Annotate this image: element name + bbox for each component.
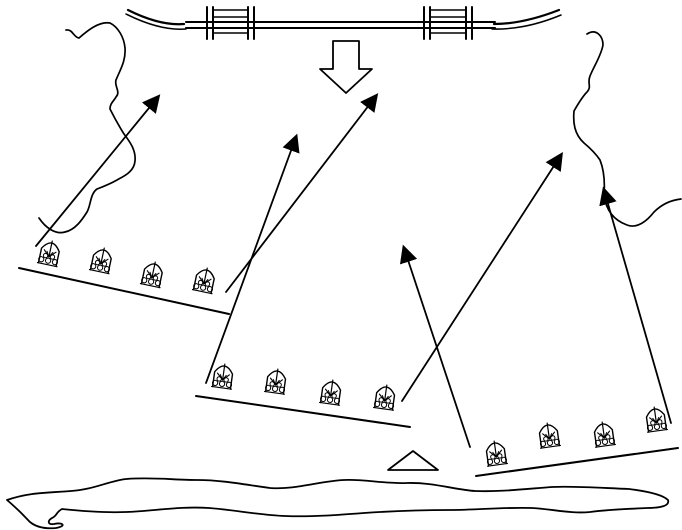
bench-middle <box>195 395 411 428</box>
arrow-left-1 <box>35 94 161 247</box>
pendulum-unit-icon <box>36 238 63 268</box>
pendulum-unit-icon <box>191 265 218 295</box>
group-right-units <box>483 404 669 467</box>
arrow-right-1 <box>399 244 471 448</box>
right-outline <box>572 31 682 227</box>
arrow-middle-2 <box>401 151 563 402</box>
pendulum-unit-icon <box>139 259 166 289</box>
pendulum-unit-icon <box>88 245 115 275</box>
pendulum-unit-icon <box>591 419 617 448</box>
pendulum-unit-icon <box>372 382 398 411</box>
down-arrow-icon <box>319 40 373 94</box>
arrows <box>35 93 672 448</box>
pendulum-unit-icon <box>483 438 509 467</box>
bench-right <box>475 447 679 477</box>
pendulum-unit-icon <box>210 361 236 390</box>
pendulum-unit-icon <box>643 404 669 433</box>
triangle-icon <box>387 450 439 471</box>
pendulum-unit-icon <box>318 377 344 406</box>
arrow-middle-1 <box>205 133 300 384</box>
left-outline <box>38 21 136 234</box>
ceiling-bracket-icon <box>125 6 562 40</box>
bench-left <box>18 267 230 315</box>
group-left-units <box>36 238 218 295</box>
arrow-right-2 <box>599 186 672 424</box>
pendulum-unit-icon <box>536 420 562 449</box>
arrow-left-2 <box>225 93 379 293</box>
bottom-outline <box>6 477 670 530</box>
pendulum-unit-icon <box>263 366 289 395</box>
